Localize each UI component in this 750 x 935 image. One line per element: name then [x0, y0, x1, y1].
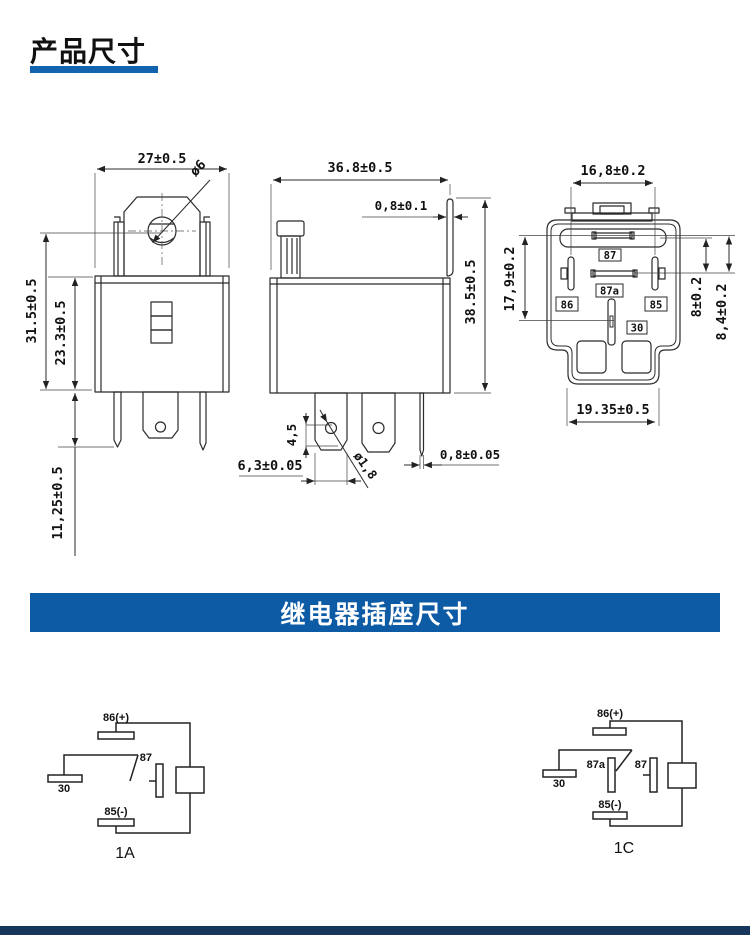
dim-front-pin-length: 11,25±0.5 — [50, 466, 66, 539]
dim-side-hole-dia: ø1,8 — [351, 449, 381, 482]
circuit-1a: 86(+) 30 87 85(-) 1A — [47, 712, 205, 862]
pin-label-87a: 87a — [600, 286, 619, 298]
dim-bottom-gap-inner: 8±0.2 — [689, 277, 705, 318]
terminal-87a-label: 87a — [587, 759, 606, 771]
page-title: 产品尺寸 — [30, 36, 147, 67]
dim-side-height: 38.5±0.5 — [463, 259, 479, 324]
side-view: 36.8±0.5 0,8±0.1 38.5±0.5 4,5 ø1,8 — [237, 160, 500, 489]
dim-front-total-height: 31.5±0.5 — [24, 278, 40, 343]
terminal-87-label: 87 — [635, 759, 647, 771]
terminal-86-label: 86(+) — [103, 712, 129, 724]
pin-label-85: 85 — [650, 300, 663, 312]
dim-front-width: 27±0.5 — [138, 151, 187, 167]
terminal-86-label: 86(+) — [597, 708, 623, 720]
terminal-85-label: 85(-) — [598, 799, 622, 811]
terminal-85-label: 85(-) — [104, 806, 128, 818]
page-header: 产品尺寸 — [30, 30, 158, 73]
terminal-30-label: 30 — [58, 783, 70, 795]
title-underline — [30, 66, 158, 73]
circuit-1c: 86(+) 30 87a 87 85(-) 1C — [542, 708, 697, 857]
dim-side-blade-width: 6,3±0.05 — [237, 458, 302, 474]
circuit-1c-caption: 1C — [614, 840, 634, 857]
dim-side-bracket: 0,8±0.1 — [375, 198, 428, 213]
pin-label-87: 87 — [604, 250, 617, 262]
front-view: 27±0.5 ø6 31.5±0.5 23.3±0.5 11,25±0.5 — [24, 151, 230, 556]
pin-label-30: 30 — [631, 323, 644, 335]
bottom-view: 87 87a 86 85 30 16,8±0.2 17,9±0.2 8±0.2 … — [502, 163, 735, 426]
circuit-1a-caption: 1A — [115, 845, 135, 862]
dim-front-body-height: 23.3±0.5 — [53, 300, 69, 365]
dim-bottom-gap-outer: 8,4±0.2 — [714, 284, 730, 341]
dim-bottom-field-height: 17,9±0.2 — [502, 246, 518, 311]
terminal-30-label: 30 — [553, 778, 565, 790]
dim-bottom-blade-span: 16,8±0.2 — [580, 163, 645, 179]
section-banner-title: 继电器插座尺寸 — [280, 600, 470, 629]
dim-bottom-base-width: 19.35±0.5 — [576, 402, 649, 418]
terminal-87-label: 87 — [140, 752, 152, 764]
pin-label-86: 86 — [561, 300, 574, 312]
dim-front-hole: ø6 — [187, 157, 210, 180]
dim-side-pin-thickness: 0,8±0.05 — [440, 447, 500, 462]
footer-bar — [0, 926, 750, 935]
dim-side-hole-offset: 4,5 — [284, 424, 299, 447]
section-banner: 继电器插座尺寸 — [30, 593, 720, 632]
dim-side-width: 36.8±0.5 — [327, 160, 392, 176]
